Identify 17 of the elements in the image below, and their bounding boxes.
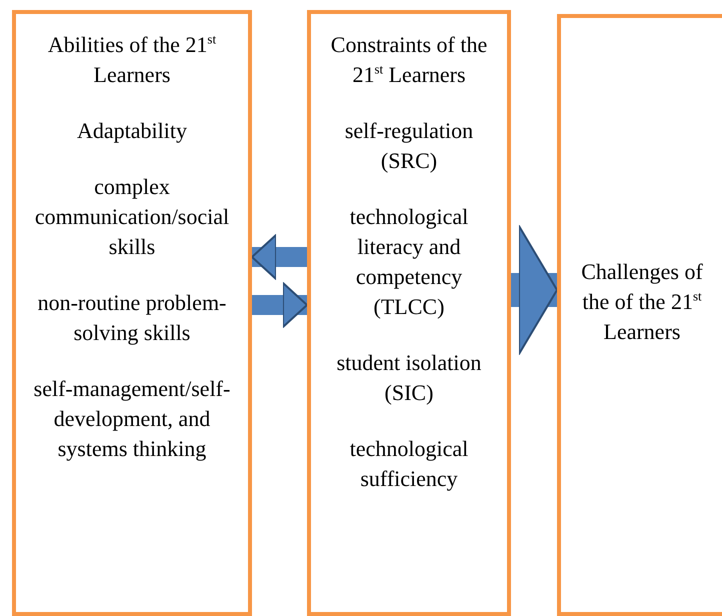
list-item-text: student isolation (SIC) xyxy=(336,349,482,407)
list-item-text: self-regulation (SRC) xyxy=(344,117,474,175)
panel-heading: Abilities of the 21$^{st}$ Learners xyxy=(46,30,218,89)
abilities-panel xyxy=(12,10,252,616)
block-arrow xyxy=(511,225,558,355)
challenges-panel xyxy=(557,14,722,616)
block-arrow xyxy=(251,234,307,280)
list-item-text: non-routine problem-solving skills xyxy=(36,289,228,347)
list-item-text: technological literacy and competency (TLCC) xyxy=(348,203,470,321)
list-item-text: technological sufficiency xyxy=(348,435,470,493)
list-item-text: self-management/self-development, and systems thinking xyxy=(32,375,232,463)
panel-heading: Challenges of the of the 21$^{st}$ Learners xyxy=(580,258,704,346)
list-item-text: Adaptability xyxy=(77,117,187,145)
panel-heading: Constraints of the 21$^{st}$ Learners xyxy=(330,31,488,89)
list-item-text: complex communication/social skills xyxy=(34,173,230,261)
constraints-panel xyxy=(307,10,511,616)
block-arrow xyxy=(252,282,308,328)
